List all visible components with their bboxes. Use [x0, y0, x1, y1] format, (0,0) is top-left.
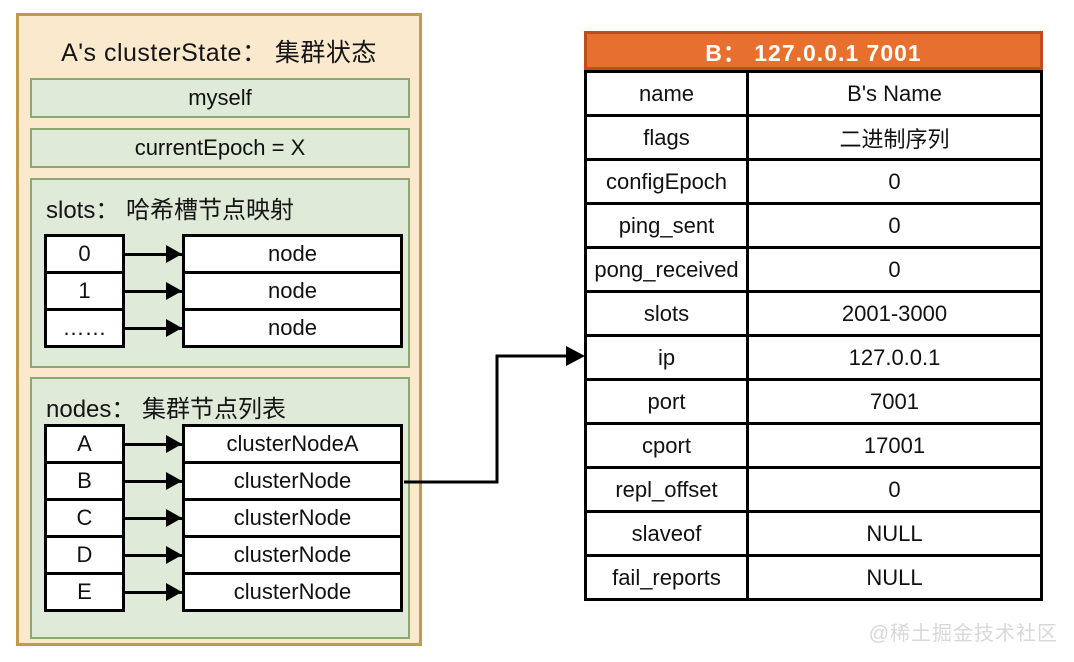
cluster-node-cell: clusterNode: [182, 461, 403, 501]
value-cell: 17001: [746, 422, 1043, 469]
slot-arrow: [125, 326, 182, 330]
table-row: fail_reports NULL: [584, 554, 1043, 601]
slot-arrow: [125, 252, 182, 256]
nodes-title: nodes： 集群节点列表: [46, 396, 287, 423]
slot-node-cell: node: [182, 308, 403, 348]
panel-title: A's clusterState： 集群状态: [61, 39, 377, 67]
field-cell: port: [584, 378, 749, 425]
field-cell: name: [584, 70, 749, 117]
value-cell: NULL: [746, 554, 1043, 601]
myself-box: myself: [30, 78, 410, 118]
node-index-cell: D: [44, 535, 125, 575]
node-index-cell: E: [44, 572, 125, 612]
node-index-cell: A: [44, 424, 125, 464]
node-arrow: [125, 590, 182, 594]
slot-node-cell: node: [182, 234, 403, 274]
value-cell: 7001: [746, 378, 1043, 425]
watermark: @稀土掘金技术社区: [868, 623, 1058, 645]
value-cell: 127.0.0.1: [746, 334, 1043, 381]
cluster-node-cell: clusterNodeA: [182, 424, 403, 464]
value-cell: 0: [746, 246, 1043, 293]
cluster-node-cell: clusterNode: [182, 572, 403, 612]
node-index-cell: C: [44, 498, 125, 538]
table-row: cport 17001: [584, 422, 1043, 469]
field-cell: slaveof: [584, 510, 749, 557]
slots-title: slots： 哈希槽节点映射: [46, 197, 295, 224]
value-cell: B's Name: [746, 70, 1043, 117]
node-arrow: [125, 479, 182, 483]
table-row: slots 2001-3000: [584, 290, 1043, 337]
table-row: ping_sent 0: [584, 202, 1043, 249]
slot-arrow: [125, 289, 182, 293]
value-cell: 二进制序列: [746, 114, 1043, 161]
table-row: repl_offset 0: [584, 466, 1043, 513]
node-arrow: [125, 553, 182, 557]
field-cell: configEpoch: [584, 158, 749, 205]
slot-index-cell: 1: [44, 271, 125, 311]
value-cell: 0: [746, 202, 1043, 249]
cluster-node-cell: clusterNode: [182, 535, 403, 575]
table-row: configEpoch 0: [584, 158, 1043, 205]
table-row: name B's Name: [584, 70, 1043, 117]
slot-index-cell: ……: [44, 308, 125, 348]
cluster-node-table: name B's Name flags 二进制序列 configEpoch 0 …: [584, 70, 1043, 601]
slot-index-column: 0 1 ……: [44, 234, 125, 348]
table-row: port 7001: [584, 378, 1043, 425]
field-cell: pong_received: [584, 246, 749, 293]
slots-section: slots： 哈希槽节点映射 0 1 …… node node node: [30, 178, 410, 368]
field-cell: cport: [584, 422, 749, 469]
field-cell: fail_reports: [584, 554, 749, 601]
field-cell: flags: [584, 114, 749, 161]
field-cell: ip: [584, 334, 749, 381]
slot-index-cell: 0: [44, 234, 125, 274]
table-header: B： 127.0.0.1 7001: [584, 31, 1043, 70]
nodes-section: nodes： 集群节点列表 A B C D E clusterNodeA clu…: [30, 377, 410, 639]
cluster-node-cell: clusterNode: [182, 498, 403, 538]
node-arrow: [125, 442, 182, 446]
value-cell: NULL: [746, 510, 1043, 557]
value-cell: 0: [746, 466, 1043, 513]
value-cell: 2001-3000: [746, 290, 1043, 337]
slot-node-column: node node node: [182, 234, 403, 348]
node-arrow: [125, 516, 182, 520]
field-cell: slots: [584, 290, 749, 337]
table-row: ip 127.0.0.1: [584, 334, 1043, 381]
current-epoch-box: currentEpoch = X: [30, 128, 410, 168]
table-row: pong_received 0: [584, 246, 1043, 293]
node-index-cell: B: [44, 461, 125, 501]
field-cell: repl_offset: [584, 466, 749, 513]
field-cell: ping_sent: [584, 202, 749, 249]
value-cell: 0: [746, 158, 1043, 205]
cluster-node-column: clusterNodeA clusterNode clusterNode clu…: [182, 424, 403, 612]
table-row: flags 二进制序列: [584, 114, 1043, 161]
slot-node-cell: node: [182, 271, 403, 311]
cluster-state-panel: A's clusterState： 集群状态 myself currentEpo…: [16, 13, 422, 646]
node-index-column: A B C D E: [44, 424, 125, 612]
table-row: slaveof NULL: [584, 510, 1043, 557]
